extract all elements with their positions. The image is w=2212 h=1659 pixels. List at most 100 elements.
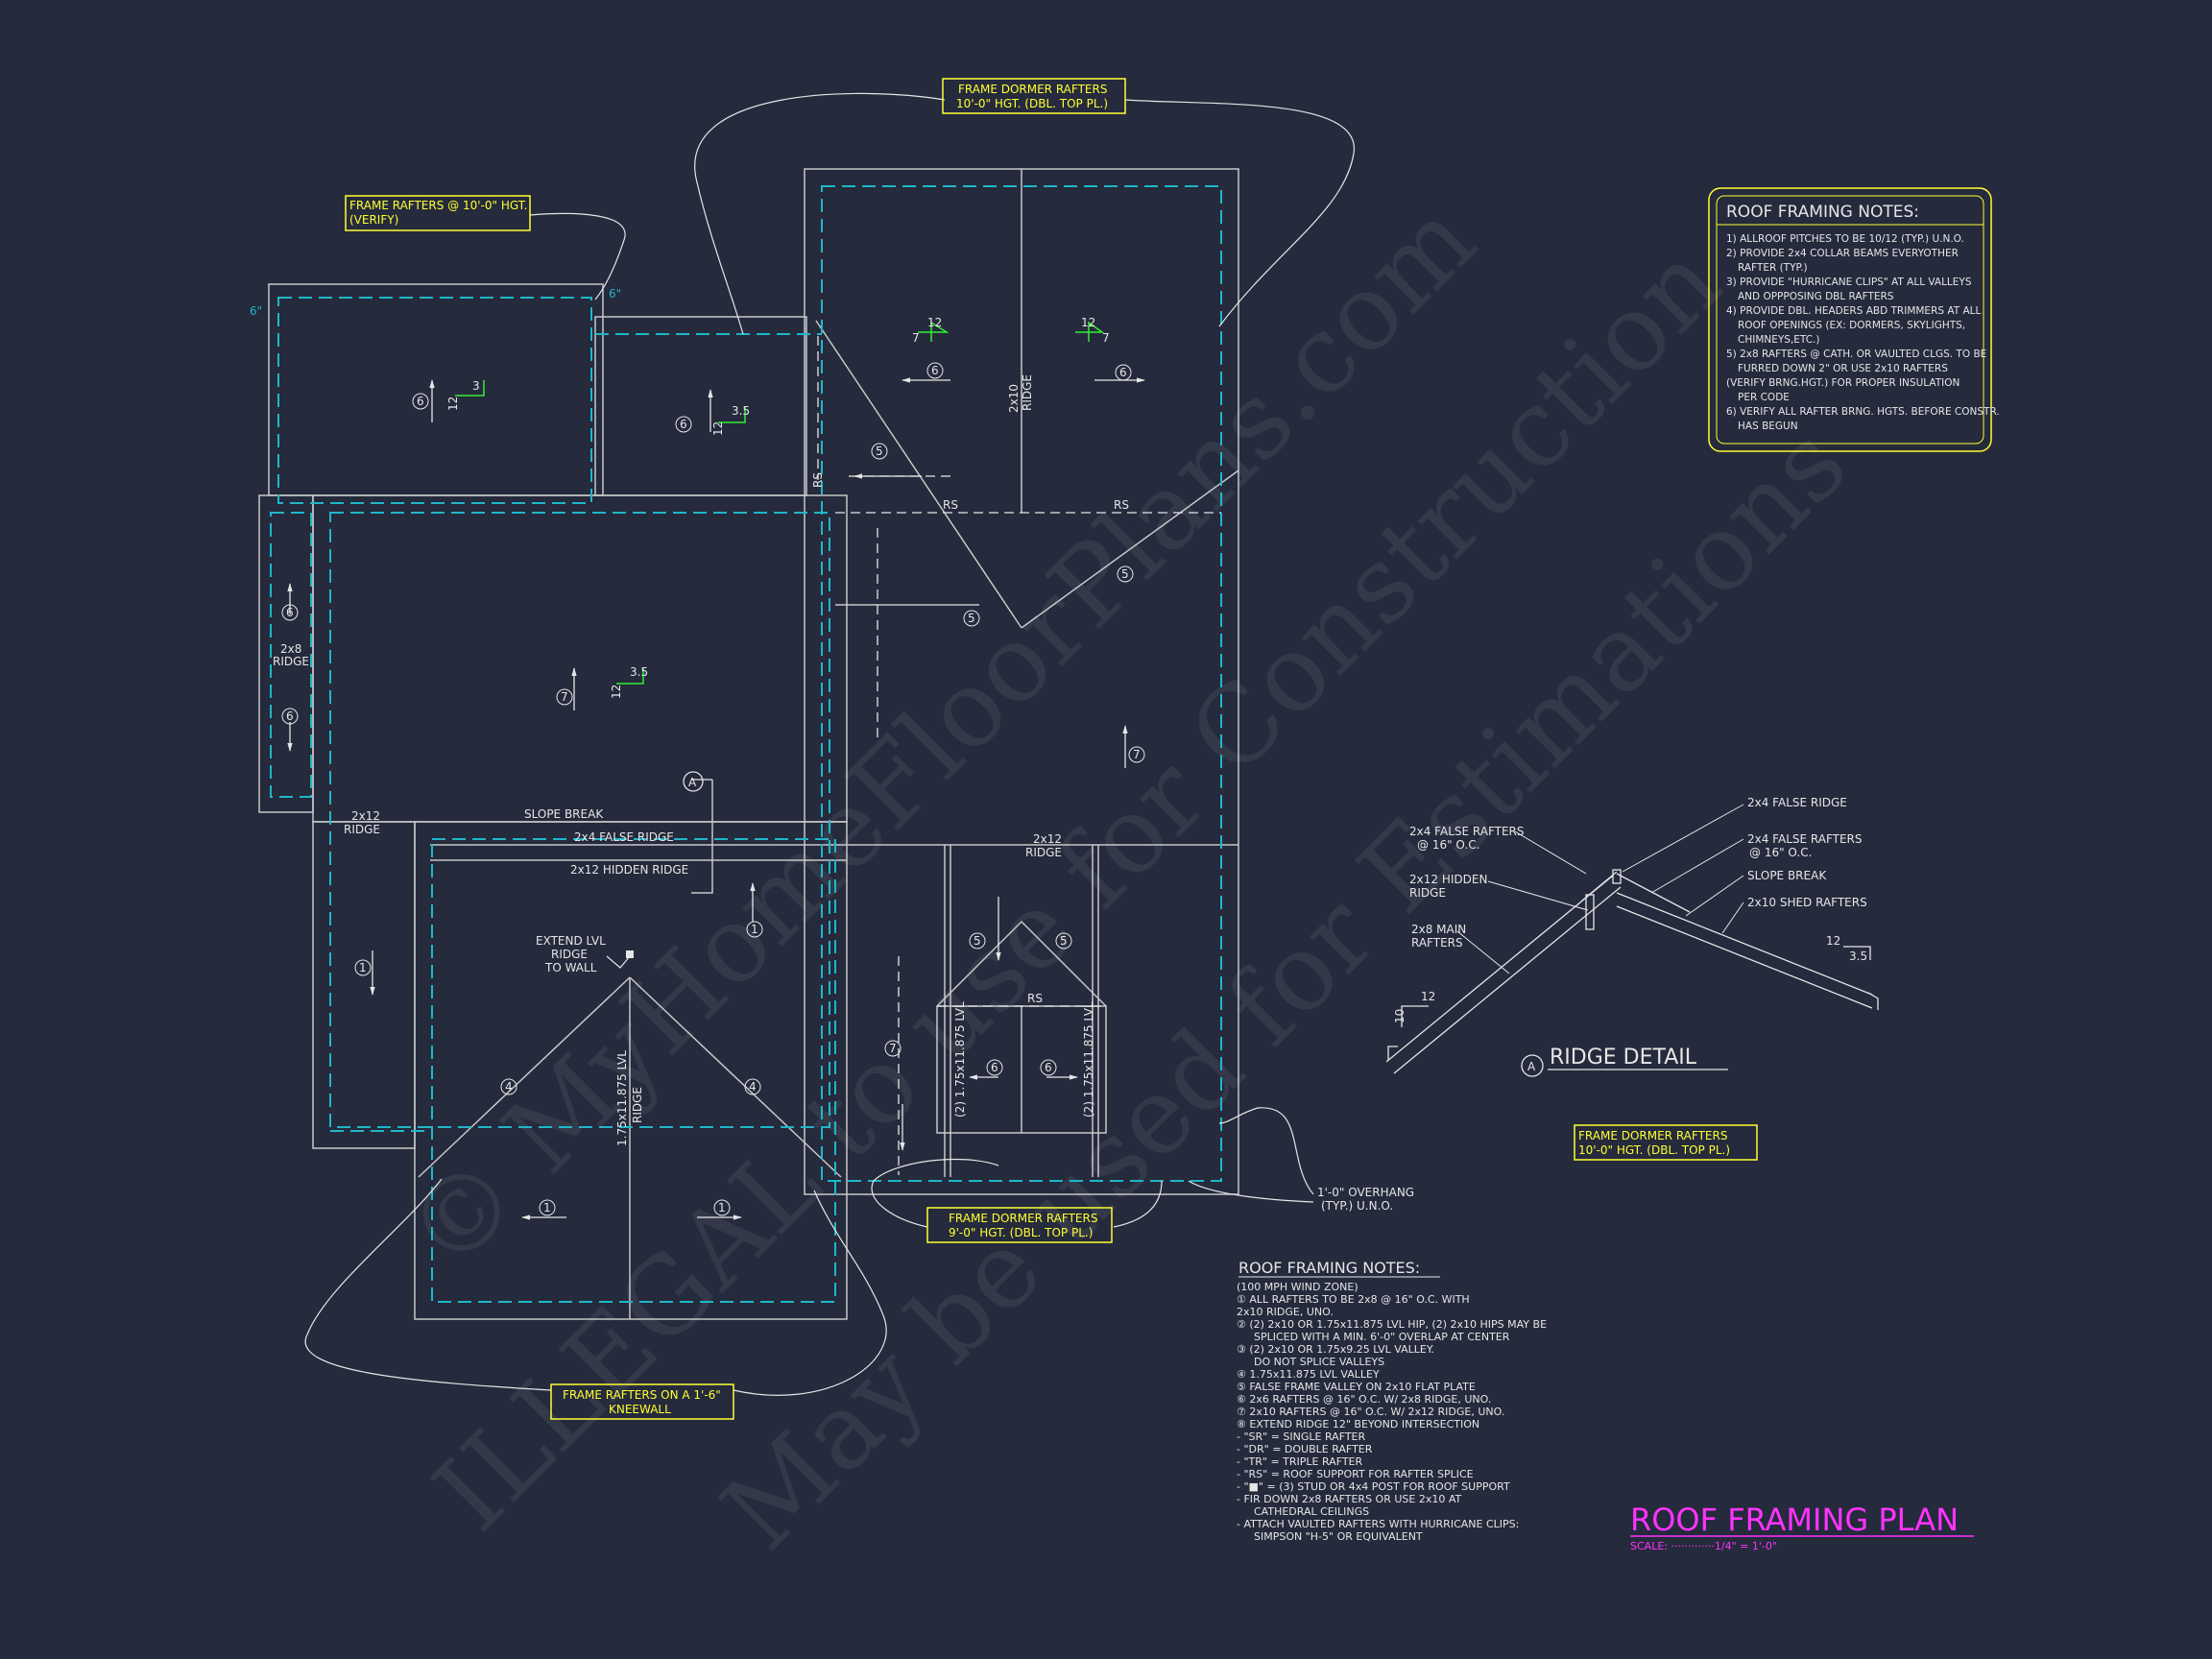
note-line: ② (2) 2x10 OR 1.75x11.875 LVL HIP, (2) 2… (1237, 1318, 1547, 1331)
pitch-symbols: 12 3 12 3.5 12 7 12 7 12 3.5 (446, 316, 1110, 699)
pitch-symbol-5: 12 3.5 (610, 665, 648, 699)
wall-end-right (1867, 992, 1879, 1010)
detail-pitch-shed-run: 12 (1826, 934, 1840, 948)
leader-dormer-bottom (871, 1158, 999, 1228)
svg-text:1: 1 (751, 923, 758, 936)
note-line: PER CODE (1738, 392, 1790, 403)
circle-num-6g: 6 (986, 1059, 1003, 1076)
ridge-2x8-line1: 2x8 (280, 642, 301, 656)
detail-marker-circle (1521, 1054, 1544, 1077)
detail-main-rafters-1: 2x8 MAIN (1411, 923, 1466, 936)
note-line: - FIR DOWN 2x8 RAFTERS OR USE 2x10 AT (1237, 1493, 1462, 1505)
ridge-detail-leaders (1456, 804, 1744, 974)
svg-text:(VERIFY): (VERIFY) (349, 213, 398, 227)
roof-outline (258, 168, 1239, 1320)
notes-bottom: ROOF FRAMING NOTES: (100 MPH WIND ZONE)①… (1237, 1259, 1547, 1543)
detail-false-rafters-right-1: 2x4 FALSE RAFTERS (1747, 832, 1863, 846)
detail-title: RIDGE DETAIL (1550, 1046, 1697, 1070)
pitch-symbol-3: 12 7 (912, 316, 950, 345)
eave-lower (431, 838, 836, 1303)
svg-text:7: 7 (1102, 331, 1110, 345)
svg-text:5: 5 (968, 612, 975, 625)
note-line: - "SR" = SINGLE RAFTER (1237, 1431, 1366, 1443)
svg-text:1: 1 (543, 1201, 551, 1214)
shed-rafter-top (1616, 892, 1873, 996)
svg-text:6: 6 (991, 1061, 998, 1074)
svg-text:KNEEWALL: KNEEWALL (609, 1403, 671, 1416)
svg-text:6: 6 (931, 364, 939, 377)
circle-num-6b: 6 (675, 416, 692, 433)
svg-text:3.5: 3.5 (732, 404, 750, 418)
svg-text:12: 12 (610, 685, 623, 699)
svg-text:10'-0" HGT. (DBL. TOP PL.): 10'-0" HGT. (DBL. TOP PL.) (956, 97, 1108, 110)
detail-marker-label: A (1527, 1060, 1536, 1073)
extend-lvl-line2: RIDGE (551, 948, 588, 961)
svg-text:FRAME RAFTERS ON A 1'-6": FRAME RAFTERS ON A 1'-6" (563, 1388, 721, 1402)
svg-text:FRAME DORMER RAFTERS: FRAME DORMER RAFTERS (949, 1212, 1097, 1225)
svg-text:9'-0" HGT. (DBL. TOP PL.): 9'-0" HGT. (DBL. TOP PL.) (949, 1226, 1093, 1239)
detail-hidden-ridge-1: 2x12 HIDDEN (1409, 873, 1487, 886)
ridge-detail (1385, 869, 1879, 1074)
note-line: 2) PROVIDE 2x4 COLLAR BEAMS EVERYOTHER (1726, 248, 1959, 259)
circle-num-4b: 4 (744, 1078, 761, 1095)
section-marker-label: A (688, 776, 697, 789)
detail-shed-rafters: 2x10 SHED RAFTERS (1747, 896, 1867, 909)
circle-num-1d: 1 (713, 1199, 731, 1216)
note-line: (100 MPH WIND ZONE) (1237, 1281, 1358, 1293)
rs-label-4: RS (811, 472, 825, 488)
eave-lines (270, 185, 1222, 1303)
svg-text:7: 7 (1133, 748, 1141, 761)
lvl-left-label: (2) 1.75x11.875 LVL (953, 1001, 967, 1118)
circle-num-6e: 6 (281, 604, 299, 621)
note-line: FURRED DOWN 2" OR USE 2x10 RAFTERS (1738, 363, 1948, 374)
callout-dormer-top: FRAME DORMER RAFTERS 10'-0" HGT. (DBL. T… (942, 78, 1126, 114)
hip-left (418, 976, 631, 1178)
note-line: SIMPSON "H-5" OR EQUIVALENT (1254, 1530, 1423, 1543)
detail-slope-break: SLOPE BREAK (1747, 869, 1827, 882)
svg-text:10'-0" HGT. (DBL. TOP PL.): 10'-0" HGT. (DBL. TOP PL.) (1578, 1143, 1730, 1157)
circle-num-4a: 4 (500, 1078, 517, 1095)
svg-text:12: 12 (711, 421, 725, 436)
svg-text:7: 7 (889, 1042, 897, 1055)
valley-right (1021, 469, 1239, 629)
circle-num-5d: 5 (969, 932, 986, 950)
circle-num-7c: 7 (884, 1040, 902, 1057)
note-line: - "DR" = DOUBLE RAFTER (1237, 1443, 1373, 1455)
lvl-ridge-line1: 1.75x11.875 LVL (615, 1050, 629, 1146)
lvl-right-label: (2) 1.75x11.875 LVL (1082, 1001, 1095, 1118)
false-rafter-right (1616, 873, 1691, 913)
note-line: 2x10 RIDGE, UNO. (1237, 1306, 1334, 1318)
false-rafter-left (1581, 871, 1618, 902)
pitch-symbol-1: 12 3 (446, 379, 485, 411)
ridge-2x12-mid-line1: 2x12 (1033, 832, 1062, 846)
circle-num-6c: 6 (926, 362, 944, 379)
watermark-line-2: ILLEGAL to use for Construction (411, 221, 1744, 1554)
leader-overhang (1218, 1107, 1314, 1195)
note-line: CHIMNEYS,ETC.) (1738, 334, 1820, 346)
circle-num-6f: 6 (281, 708, 299, 725)
detail-pitch-shed (1843, 946, 1871, 960)
overhang-line2: (TYP.) U.N.O. (1321, 1199, 1393, 1213)
valley-left (815, 320, 1022, 629)
false-ridge-label: 2x4 FALSE RIDGE (574, 830, 674, 844)
notes-bottom-lines: (100 MPH WIND ZONE)① ALL RAFTERS TO BE 2… (1237, 1281, 1547, 1543)
plan-title: ROOF FRAMING PLAN SCALE: ·············1/… (1630, 1502, 1974, 1552)
left-shed (258, 494, 314, 813)
note-line: ⑤ FALSE FRAME VALLEY ON 2x10 FLAT PLATE (1237, 1381, 1476, 1393)
note-line: CATHEDRAL CEILINGS (1254, 1505, 1369, 1518)
detail-pitch-main-rise: 10 (1393, 1009, 1407, 1023)
leader-rafters-left (529, 212, 626, 301)
callout-dormer-bottom: FRAME DORMER RAFTERS 9'-0" HGT. (DBL. TO… (926, 1207, 1113, 1243)
lvl-ridge-line2: RIDGE (631, 1087, 644, 1123)
wall-end-left (1387, 1046, 1398, 1060)
false-ridge-block (1612, 869, 1622, 884)
circle-num-7a: 7 (556, 688, 573, 706)
notes-bottom-title: ROOF FRAMING NOTES: (1238, 1259, 1420, 1277)
wing-upper-left (268, 283, 604, 496)
circled-numbers: 6 6 6 6 6 6 6 6 5 5 5 5 5 7 7 7 1 1 1 1 … (281, 362, 1145, 1216)
ridge-2x10-line1: 2x10 (1007, 384, 1021, 413)
ridge-2x12-mid-line2: RIDGE (1025, 846, 1062, 859)
note-line: SPLICED WITH A MIN. 6'-0" OVERLAP AT CEN… (1254, 1331, 1510, 1343)
svg-text:5: 5 (876, 445, 883, 458)
svg-text:12: 12 (1081, 316, 1095, 329)
